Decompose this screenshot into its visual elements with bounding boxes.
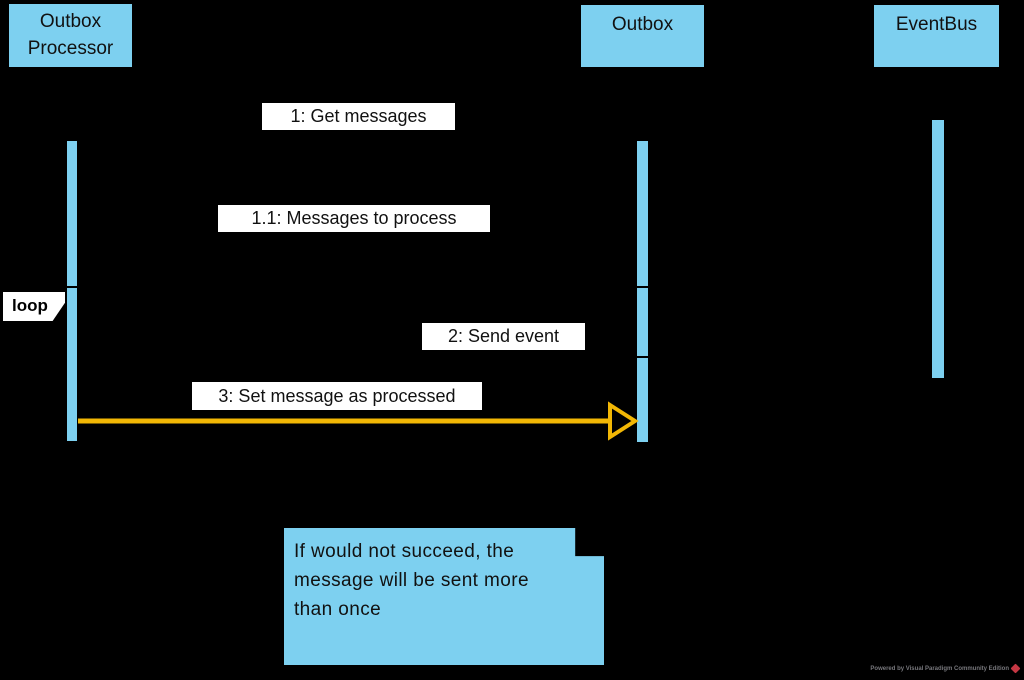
note-text-line: message will be sent more — [294, 570, 529, 591]
activation-bar-outbox-seg2 — [636, 287, 649, 357]
message-label-send-event: 2: Send event — [422, 323, 585, 350]
participant-name: Outbox Processor — [27, 11, 114, 59]
watermark: Powered by Visual Paradigm Community Edi… — [870, 663, 1021, 674]
visual-paradigm-logo-icon — [1010, 663, 1021, 674]
message-3-arrow — [78, 401, 639, 441]
activation-bar-eventbus — [931, 119, 945, 379]
loop-fragment-label: loop — [3, 292, 65, 321]
participant-outbox-processor: Outbox Processor — [8, 3, 133, 68]
participant-eventbus: EventBus — [873, 4, 1000, 68]
message-label-set-message-as-processed: 3: Set message as processed — [192, 382, 482, 410]
watermark-text: Powered by Visual Paradigm Community Edi… — [870, 665, 1009, 672]
note-text-line: If would not succeed, the — [294, 541, 515, 562]
note: If would not succeed, the message will b… — [284, 528, 604, 665]
participant-name: Outbox — [611, 14, 674, 35]
participant-name: EventBus — [895, 14, 978, 35]
message-label-messages-to-process: 1.1: Messages to process — [218, 205, 490, 232]
note-text-line: than once — [294, 599, 382, 620]
activation-bar-outbox-processor-seg1 — [66, 140, 78, 287]
activation-bar-outbox-processor-seg2 — [66, 287, 78, 442]
activation-bar-outbox-seg1 — [636, 140, 649, 287]
participant-outbox: Outbox — [580, 4, 705, 68]
activation-bar-outbox-seg3 — [636, 357, 649, 443]
message-label-get-messages: 1: Get messages — [262, 103, 455, 130]
